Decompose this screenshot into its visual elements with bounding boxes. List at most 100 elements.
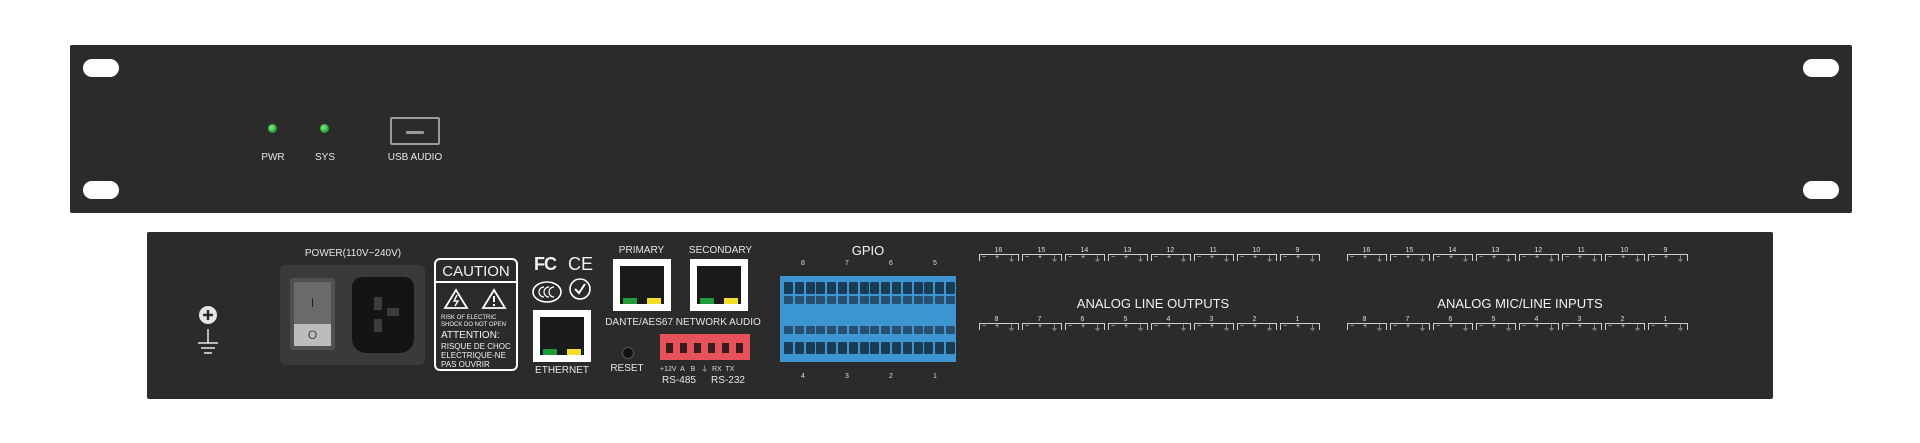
pin-polarity-mark: + (1363, 323, 1368, 330)
gpio-pin (881, 282, 891, 294)
gpio-pin (881, 296, 891, 304)
secondary-label: SECONDARY (688, 245, 753, 256)
fcc-mark: FC (534, 254, 557, 274)
pin-polarity-mark: + (1253, 254, 1258, 261)
gpio-pin (870, 282, 880, 294)
channel-number: 4 (1533, 316, 1540, 323)
gpio-terminal-block[interactable] (780, 276, 956, 362)
switch-off-mark: O (307, 328, 318, 342)
gpio-pin (848, 326, 858, 334)
gpio-pin (902, 296, 912, 304)
gpio-pin (913, 282, 923, 294)
gpio-pin (935, 296, 945, 304)
channel-number: 14 (1447, 247, 1458, 254)
pin-polarity-mark: − (1154, 323, 1159, 330)
pin-polarity-mark: − (1068, 323, 1073, 330)
ground-terminal-icon (198, 306, 218, 354)
pin-polarity-mark: ⏚ (1137, 256, 1145, 263)
channel-connector (979, 323, 1019, 330)
pwr-led (268, 124, 277, 133)
pin-polarity-mark: + (1081, 254, 1086, 261)
pwr-led-label: PWR (261, 152, 285, 163)
pin-polarity-mark: − (1283, 323, 1288, 330)
iec-power-inlet[interactable] (352, 277, 414, 353)
gpio-pin (805, 342, 815, 354)
pin-polarity-mark: ⏚ (1677, 256, 1685, 263)
gpio-pin (913, 342, 923, 354)
gpio-pin (935, 326, 945, 334)
channel-number: 10 (1251, 247, 1262, 254)
rs232-label: RS-232 (711, 375, 745, 386)
channel-connector (1476, 323, 1516, 330)
channel-number: 15 (1036, 247, 1047, 254)
channel-number: 1 (1662, 316, 1669, 323)
pin-polarity-mark: + (1167, 254, 1172, 261)
power-label: POWER(110V~240V) (304, 248, 402, 259)
serial-terminal-block[interactable] (660, 334, 750, 360)
secondary-network-port[interactable] (690, 259, 748, 311)
pin-polarity-mark: + (1578, 323, 1583, 330)
gpio-pin (870, 296, 880, 304)
primary-network-port[interactable] (613, 259, 671, 311)
pin-polarity-mark: − (1240, 323, 1245, 330)
pin-polarity-mark: + (1578, 254, 1583, 261)
gpio-pin (913, 326, 923, 334)
channel-connector (1237, 323, 1277, 330)
caution-warning-fr: RISQUE DE CHOC ELECTRIQUE-NE PAS OUVRIR (441, 342, 511, 369)
pin-polarity-mark: − (1479, 323, 1484, 330)
gpio-pin (816, 296, 826, 304)
pin-polarity-mark: ⏚ (1051, 256, 1059, 263)
channel-connector (1648, 323, 1688, 330)
pin-polarity-mark: + (1038, 254, 1043, 261)
analog-output-connectors-1-8[interactable]: 8−+⏚7−+⏚6−+⏚5−+⏚4−+⏚3−+⏚2−+⏚1−+⏚ (978, 316, 1322, 332)
pin-polarity-mark: ⏚ (1094, 325, 1102, 332)
pin-polarity-mark: − (982, 323, 987, 330)
pin-polarity-mark: ⏚ (1223, 325, 1231, 332)
gpio-pin (816, 282, 826, 294)
channel-connector (1065, 323, 1105, 330)
gpio-group-label: 1 (933, 373, 937, 380)
channel-number: 16 (1361, 247, 1372, 254)
analog-input-connectors-1-8[interactable]: 8−+⏚7−+⏚6−+⏚5−+⏚4−+⏚3−+⏚2−+⏚1−+⏚ (1346, 316, 1690, 332)
gpio-pin (838, 296, 847, 304)
usb-audio-port[interactable] (390, 117, 440, 145)
channel-connector (1433, 323, 1473, 330)
channel-connector (1280, 323, 1320, 330)
gpio-pin (827, 342, 837, 354)
channel-number: 4 (1165, 316, 1172, 323)
power-switch[interactable]: I O (290, 278, 335, 350)
rohs-check-icon (569, 278, 591, 300)
warning-triangle-icon (443, 288, 507, 309)
pin-polarity-mark: − (1197, 323, 1202, 330)
pin-polarity-mark: − (1393, 254, 1398, 261)
pin-tx-label: TX (725, 366, 735, 373)
pin-polarity-mark: + (1406, 254, 1411, 261)
pin-polarity-mark: − (1479, 254, 1484, 261)
pin-polarity-mark: ⏚ (1462, 325, 1470, 332)
ethernet-port[interactable] (533, 310, 591, 362)
pin-polarity-mark: ⏚ (1309, 325, 1317, 332)
channel-number: 12 (1533, 247, 1544, 254)
gpio-pin (848, 282, 858, 294)
pin-polarity-mark: ⏚ (1137, 325, 1145, 332)
pin-polarity-mark: − (1393, 323, 1398, 330)
gpio-pin (881, 342, 891, 354)
gpio-pin (859, 296, 869, 304)
channel-connector (1022, 323, 1062, 330)
usb-audio-label: USB AUDIO (387, 152, 443, 163)
gpio-pin (794, 282, 804, 294)
pin-polarity-mark: + (1492, 254, 1497, 261)
gpio-pin (892, 342, 901, 354)
rack-mount-slot (83, 59, 119, 77)
reset-button[interactable] (622, 347, 634, 359)
gpio-pin (848, 342, 858, 354)
analog-output-connectors-9-16[interactable]: 16−+⏚15−+⏚14−+⏚13−+⏚12−+⏚11−+⏚10−+⏚9−+⏚ (978, 247, 1322, 263)
gpio-pin (827, 326, 837, 334)
pin-polarity-mark: + (1449, 323, 1454, 330)
gpio-pin (859, 342, 869, 354)
analog-input-connectors-9-16[interactable]: 16−+⏚15−+⏚14−+⏚13−+⏚12−+⏚11−+⏚10−+⏚9−+⏚ (1346, 247, 1690, 263)
gpio-pin (935, 282, 945, 294)
channel-number: 7 (1404, 316, 1411, 323)
pin-polarity-mark: + (1210, 254, 1215, 261)
pin-polarity-mark: ⏚ (1008, 256, 1016, 263)
